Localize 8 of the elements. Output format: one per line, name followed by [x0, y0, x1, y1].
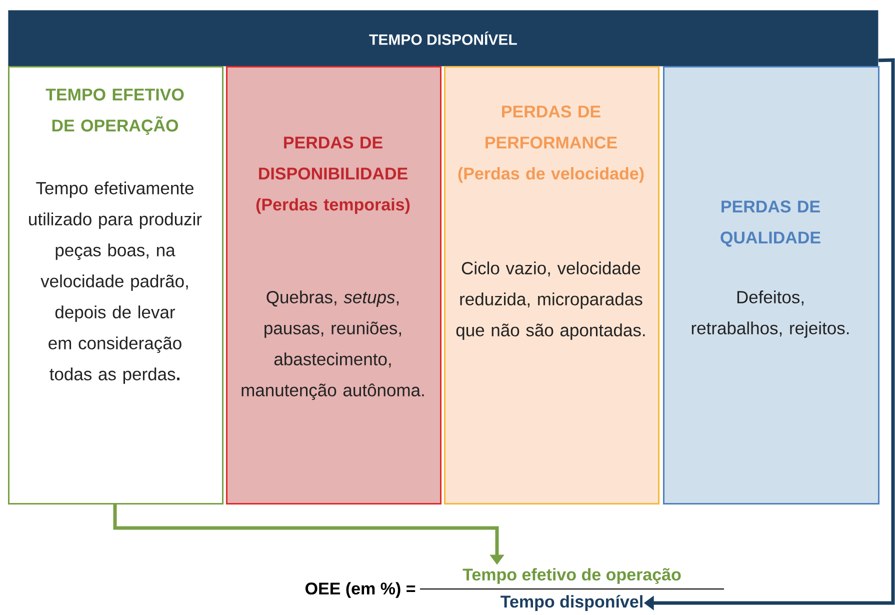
column-box: TEMPO EFETIVO DE OPERAÇÃO Tempo efetivamente utilizado para produzir peças boas, na velocidade padrão, depois de levar em consideração todas as perdas. — [8, 66, 224, 504]
header-bar: TEMPO DISPONÍVEL — [8, 10, 878, 66]
column-box: PERDAS DE DISPONIBILIDADE (Perdas temporais) Quebras, setups, pausas, reuniões, abastecimento, manutenção autônoma. — [226, 66, 442, 504]
column-box: PERDAS DE PERFORMANCE (Perdas de velocidade) Ciclo vazio, velocidade reduzida, microparadas que não são apontadas. — [444, 66, 660, 504]
formula-term: Tempo efetivo de operação — [462, 568, 681, 584]
column-box: PERDAS DE QUALIDADE Defeitos, retrabalhos, rejeitos. — [663, 66, 880, 504]
formula-label: OEE (em %) = — [306, 582, 416, 598]
formula-term: Tempo disponível — [500, 595, 642, 611]
